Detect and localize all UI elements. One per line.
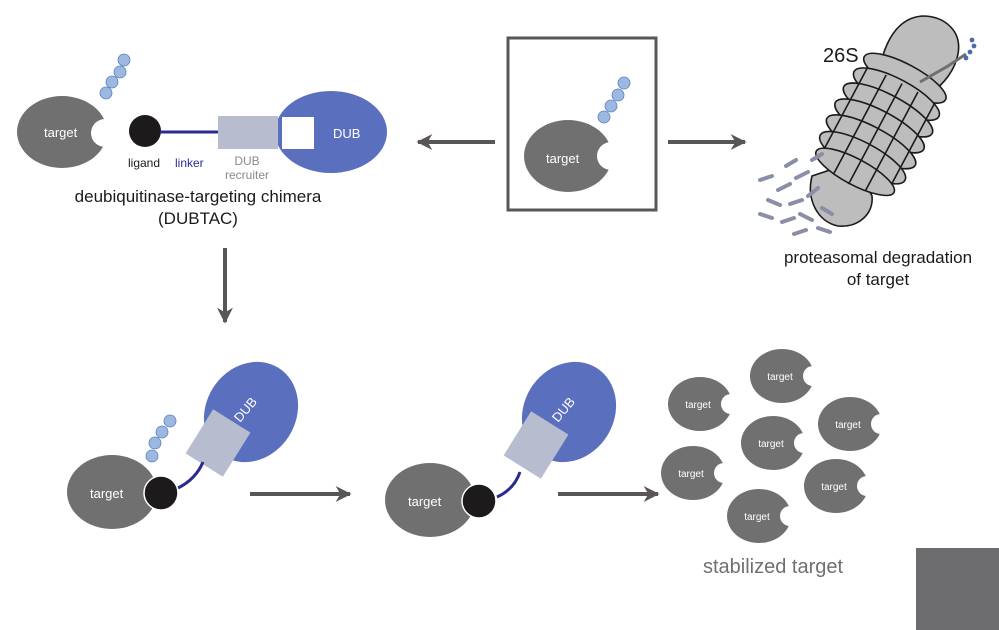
stabilized-targets: target target target target target target targ… xyxy=(661,349,891,543)
ligand-icon xyxy=(143,475,179,511)
target-label: target xyxy=(546,151,580,166)
target-protein-icon xyxy=(67,455,157,529)
dub-enzyme-icon xyxy=(275,91,387,173)
target-label: target xyxy=(744,512,770,523)
target-protein-icon: target xyxy=(741,416,814,470)
proteasome-label: 26S xyxy=(823,45,859,67)
target-protein-icon: target xyxy=(668,377,741,431)
ubiquitinated-target-box xyxy=(506,36,658,212)
degradation-label-line2: of target xyxy=(847,270,910,289)
target-label: target xyxy=(835,420,861,431)
linker-line xyxy=(496,471,522,499)
target-label: target xyxy=(408,494,442,509)
ligand-icon xyxy=(129,115,161,147)
peptide-fragments xyxy=(758,152,834,236)
dub-recruiter-icon xyxy=(503,411,569,479)
linker-line xyxy=(177,461,205,490)
target-label: target xyxy=(678,469,704,480)
dub-recruiter-icon xyxy=(218,116,278,149)
target-protein-icon: target xyxy=(661,446,734,500)
ternary-complex-deubiquitinated: DUB target xyxy=(385,361,617,537)
recruiter-label-line2: recruiter xyxy=(225,168,269,182)
dubtac-title-line1: deubiquitinase-targeting chimera xyxy=(75,187,322,206)
linker-label: linker xyxy=(175,156,204,170)
target-protein-icon: target xyxy=(727,489,800,543)
target-protein-icon: target xyxy=(818,397,891,451)
ligand-label: ligand xyxy=(128,156,160,170)
ubiquitin-chain-icon xyxy=(597,76,631,124)
ternary-complex-ubiquitinated: DUB target xyxy=(67,361,299,529)
ubiquitin-chain-icon xyxy=(99,53,131,100)
dubtac-title-line2: (DUBTAC) xyxy=(158,209,238,228)
stabilized-label: stabilized target xyxy=(703,556,844,578)
target-label: target xyxy=(821,482,847,493)
proteasome-icon xyxy=(809,15,967,227)
ubiquitin-chain-icon xyxy=(963,37,977,61)
target-label: target xyxy=(767,372,793,383)
target-protein-icon xyxy=(524,120,625,192)
target-label: target xyxy=(90,486,124,501)
recruiter-label-line1: DUB xyxy=(234,154,259,168)
dub-recruiter-icon xyxy=(185,409,251,477)
target-label: target xyxy=(44,125,78,140)
target-label: target xyxy=(758,439,784,450)
target-protein-icon xyxy=(17,96,119,168)
ubiquitin-chain-icon xyxy=(145,414,177,463)
dubtac-complex: target DUB xyxy=(17,53,387,173)
dub-label: DUB xyxy=(333,126,360,141)
ligand-icon xyxy=(461,483,497,519)
gray-square xyxy=(916,548,999,630)
target-protein-icon xyxy=(385,463,475,537)
target-protein-icon: target xyxy=(750,349,823,403)
degradation-label-line1: proteasomal degradation xyxy=(784,248,972,267)
target-protein-icon: target xyxy=(804,459,877,513)
target-label: target xyxy=(685,400,711,411)
